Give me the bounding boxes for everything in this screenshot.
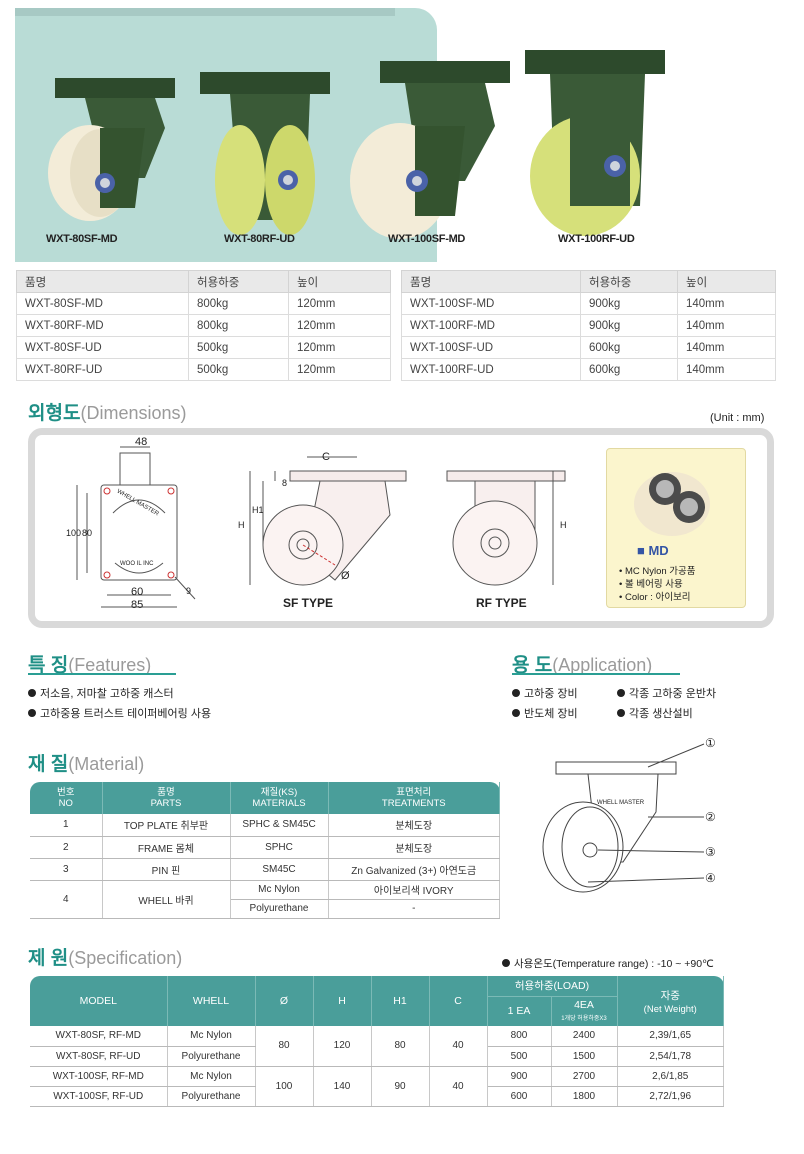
caster-product-photos xyxy=(48,50,665,239)
application-item-2: 각종 고하중 운반차 xyxy=(617,685,716,701)
application-item-1: 고하중 장비 xyxy=(512,685,578,701)
dim-hole: 9 xyxy=(186,586,192,596)
md-note-3: • Color : 아이보리 xyxy=(619,592,691,603)
dim-80: 80 xyxy=(82,528,93,538)
diagram-brand: WHELL MASTER xyxy=(597,800,645,806)
application-item-4: 각종 생산설비 xyxy=(617,705,693,721)
table-header-row: MODEL WHELL Ø H H1 C 허용하중(LOAD) 자중(Net W… xyxy=(30,976,724,1026)
dim-c: C xyxy=(322,451,330,463)
dim-85: 85 xyxy=(131,599,144,611)
product-label-4: WXT-100RF-UD xyxy=(558,233,635,245)
callout-2: ② xyxy=(705,810,716,824)
temperature-range: 사용온도(Temperature range) : -10 ~ +90℃ xyxy=(502,956,714,971)
front-brand2: WOO IL INC xyxy=(120,561,154,567)
product-label-1: WXT-80SF-MD xyxy=(46,233,118,245)
product-label-2: WXT-80RF-UD xyxy=(224,233,295,245)
dimension-drawings xyxy=(76,446,566,608)
specification-table: MODEL WHELL Ø H H1 C 허용하중(LOAD) 자중(Net W… xyxy=(30,976,724,1107)
feature-item-2: 고하중용 트러스트 테이퍼베어링 사용 xyxy=(28,705,211,721)
product-label-3: WXT-100SF-MD xyxy=(388,233,466,245)
material-diagram xyxy=(542,743,705,893)
callout-1: ① xyxy=(705,736,716,750)
md-info-box: ■ MD • MC Nylon 가공품 • 볼 베어링 사용 • Color :… xyxy=(606,448,746,608)
md-note-1: • MC Nylon 가공품 xyxy=(619,566,696,577)
material-heading: 재 질(Material) xyxy=(28,754,145,775)
caster-wxt-100sf-md xyxy=(350,61,510,239)
caster-wxt-80sf-md xyxy=(48,78,175,221)
dim-dia: Ø xyxy=(341,570,350,582)
md-label: ■ MD xyxy=(637,543,669,558)
specification-heading: 제 원(Specification) xyxy=(28,948,183,969)
caster-wxt-100rf-ud xyxy=(525,50,665,236)
dim-100: 100 xyxy=(66,528,82,538)
application-underline xyxy=(512,673,680,675)
md-wheel-image xyxy=(634,472,710,536)
application-heading: 용 도(Application) xyxy=(512,655,653,676)
md-note-2: • 볼 베어링 사용 xyxy=(619,579,683,590)
callout-4: ④ xyxy=(705,871,716,885)
table-row: Polyurethane- xyxy=(30,899,500,919)
rf-type-label: RF TYPE xyxy=(476,596,527,610)
feature-item-1: 저소음, 저마찰 고하중 캐스터 xyxy=(28,685,174,701)
unit-label: (Unit : mm) xyxy=(710,412,765,424)
dimensions-heading: 외형도(Dimensions) xyxy=(28,403,187,424)
hero-top-strip xyxy=(15,8,395,16)
callout-3: ③ xyxy=(705,845,716,859)
features-underline xyxy=(28,673,176,675)
dim-h1: H1 xyxy=(252,505,264,515)
sf-type-label: SF TYPE xyxy=(283,596,334,610)
application-item-3: 반도체 장비 xyxy=(512,705,578,721)
dim-h-rf: H xyxy=(560,520,567,530)
features-heading: 특 징(Features) xyxy=(28,655,152,676)
dim-8: 8 xyxy=(282,478,288,488)
dim-h-sf: H xyxy=(238,520,245,530)
dim-60: 60 xyxy=(131,586,144,598)
caster-wxt-80rf-ud xyxy=(200,72,330,235)
dim-48: 48 xyxy=(135,436,148,448)
